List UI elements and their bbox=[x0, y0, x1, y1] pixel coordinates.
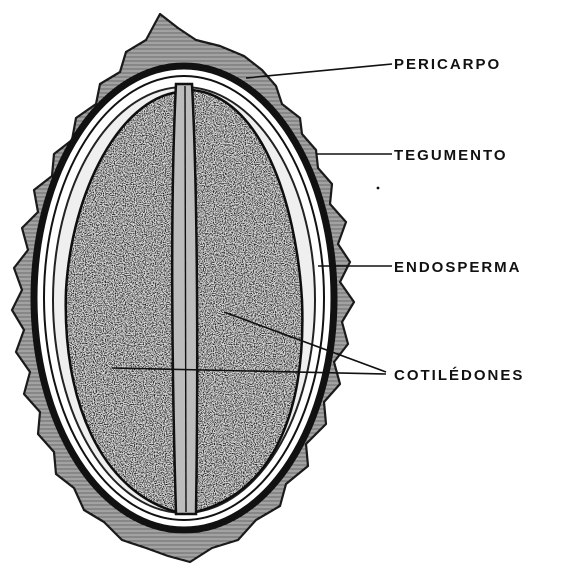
label-cotiledones: COTILÉDONES bbox=[394, 367, 524, 384]
label-endosperma: ENDOSPERMA bbox=[394, 259, 522, 276]
label-pericarpo: PERICARPO bbox=[394, 56, 501, 73]
pericarpo-leader bbox=[246, 64, 392, 78]
label-tegumento: TEGUMENTO bbox=[394, 147, 508, 164]
